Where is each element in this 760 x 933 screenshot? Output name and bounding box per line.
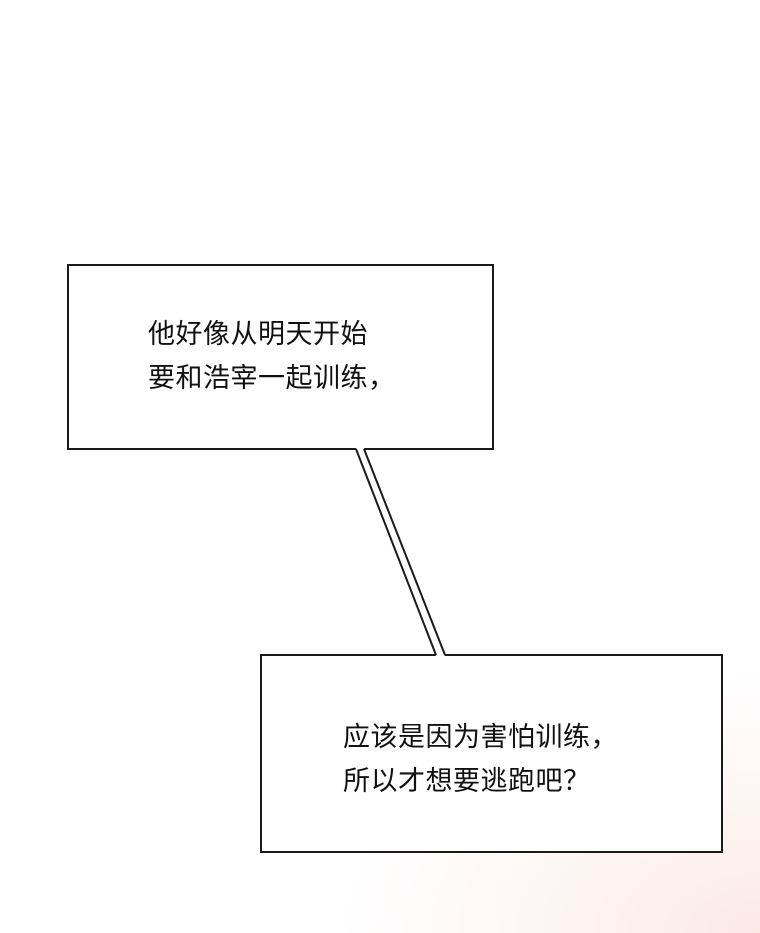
caption-line: 他好像从明天开始 <box>148 319 368 350</box>
caption-text-bottom: 应该是因为害怕训练， 所以才想要逃跑吧？ <box>343 716 618 804</box>
caption-text-top: 他好像从明天开始 要和浩宰一起训练， <box>148 313 396 401</box>
caption-box-bottom: 应该是因为害怕训练， 所以才想要逃跑吧？ <box>260 654 723 853</box>
caption-line: 所以才想要逃跑吧？ <box>343 766 591 797</box>
caption-line: 应该是因为害怕训练， <box>343 722 618 753</box>
caption-line: 要和浩宰一起训练， <box>148 363 396 394</box>
caption-box-top: 他好像从明天开始 要和浩宰一起训练， <box>67 264 494 450</box>
